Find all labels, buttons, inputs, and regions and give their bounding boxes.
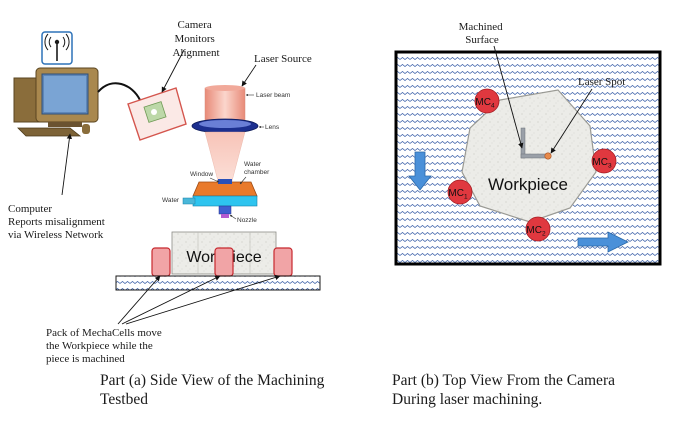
nozzle-label: Nozzle (237, 217, 257, 224)
workpiece-label-top: Workpiece (488, 175, 568, 194)
caption-part-a: Part (a) Side View of the Machining Test… (100, 372, 325, 408)
svg-text:MC2: MC2 (526, 225, 546, 238)
laser-source-pointer (241, 64, 257, 87)
mechacell-pointer-2 (121, 275, 221, 325)
caption-part-b: Part (b) Top View From the Camera During… (392, 372, 615, 408)
water-label: Water (162, 197, 180, 204)
svg-text:MC3: MC3 (592, 157, 612, 170)
wireless-icon (41, 31, 73, 65)
water-chamber-label: Water chamber (244, 161, 270, 176)
computer-pointer (61, 133, 73, 196)
lens-label: Lens (265, 124, 280, 131)
computer-label: Computer Reports misalignment via Wirele… (8, 203, 108, 241)
laser-beam (204, 85, 246, 121)
machined-surface-label: Machined Surface (459, 21, 506, 46)
motion-arrow-down (408, 151, 432, 191)
mechacells-label: Pack of MechaCells move the Workpiece wh… (46, 327, 165, 365)
laser-source-label: Laser Source (254, 53, 312, 65)
camera-label: Camera Monitors Alignment (172, 19, 219, 59)
mechacell-3: MC3 (591, 148, 617, 174)
laser-spot-label: Laser Spot (578, 76, 625, 88)
laser-spot (544, 152, 552, 160)
mechacell-pointer-1 (117, 275, 161, 325)
svg-text:MC4: MC4 (475, 97, 495, 110)
base-plate (115, 275, 321, 291)
mechacell-side-right (273, 247, 293, 277)
laser-spot-pointer (550, 88, 593, 154)
camera-icon (127, 87, 187, 141)
mechacell-4: MC4 (474, 88, 500, 114)
mechacell-1: MC1 (447, 179, 473, 205)
mechacell-side-middle (214, 247, 234, 277)
svg-text:MC1: MC1 (448, 188, 468, 201)
camera-cable (97, 82, 141, 101)
mechacell-2: MC2 (525, 216, 551, 242)
lens (191, 118, 259, 134)
motion-arrow-right (577, 231, 629, 253)
computer-icon (13, 67, 99, 137)
laser-beam-label: Laser beam (256, 92, 290, 99)
water-chamber (182, 179, 258, 218)
camera-pointer (161, 49, 185, 93)
machined-surface-pointer (493, 45, 524, 149)
window-label: Window (190, 171, 213, 178)
mechacell-side-left (151, 247, 171, 277)
mechacell-pointer-3 (125, 274, 281, 325)
